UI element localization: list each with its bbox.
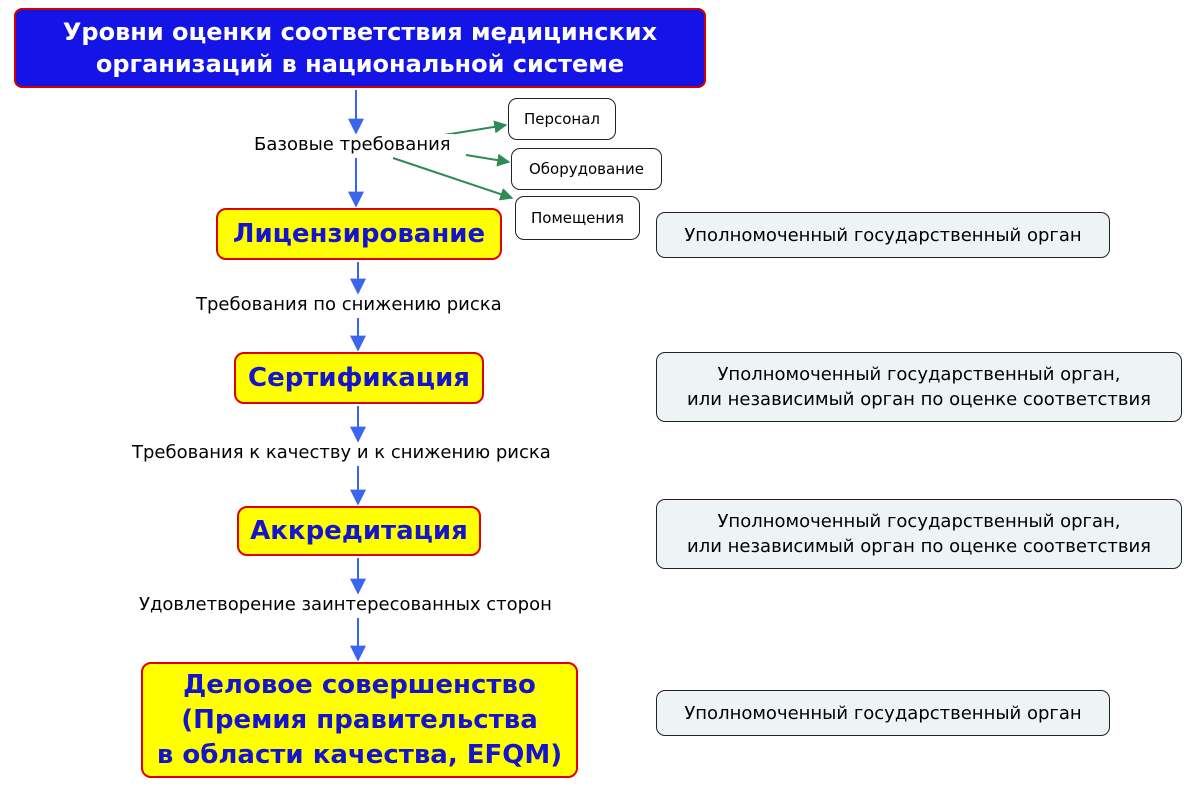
level-business-excellence: Деловое совершенство (Премия правительст… bbox=[141, 662, 578, 778]
requirement-label-basic: Базовые требования bbox=[251, 134, 454, 156]
level-certification: Сертификация bbox=[234, 352, 484, 404]
level-licensing: Лицензирование bbox=[216, 208, 502, 260]
base-item-personnel: Персонал bbox=[508, 98, 616, 140]
diagram-title: Уровни оценки соответствия медицинских о… bbox=[14, 8, 706, 88]
base-item-premises: Помещения bbox=[515, 196, 640, 240]
requirement-label-stakeholders: Удовлетворение заинтересованных сторон bbox=[136, 594, 555, 616]
branch-arrow-personnel bbox=[443, 120, 508, 136]
branch-arrow-equipment bbox=[465, 153, 511, 167]
requirement-label-risk: Требования по снижению риска bbox=[193, 294, 505, 316]
requirement-label-quality-risk: Требования к качеству и к снижению риска bbox=[129, 442, 554, 464]
authority-accreditation: Уполномоченный государственный орган, ил… bbox=[656, 499, 1182, 569]
base-item-equipment: Оборудование bbox=[511, 148, 662, 190]
branch-arrow-premises bbox=[392, 157, 514, 201]
authority-licensing: Уполномоченный государственный орган bbox=[656, 212, 1110, 258]
authority-certification: Уполномоченный государственный орган, ил… bbox=[656, 352, 1182, 422]
level-accreditation: Аккредитация bbox=[237, 506, 481, 556]
authority-business-excellence: Уполномоченный государственный орган bbox=[656, 690, 1110, 736]
